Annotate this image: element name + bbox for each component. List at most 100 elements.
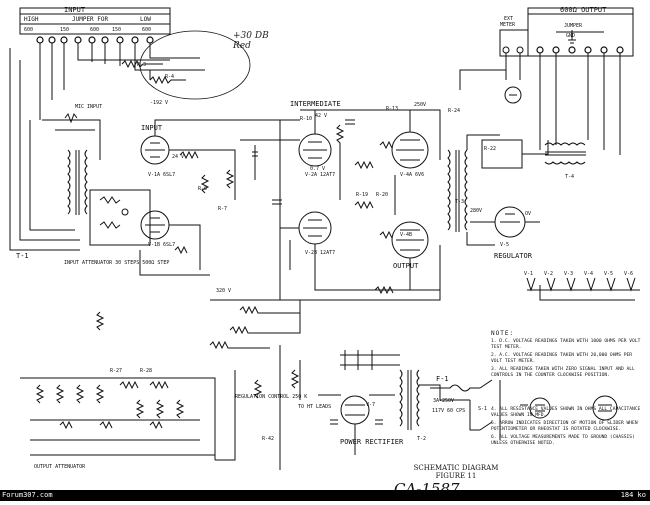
voltage-3: 24 V [172,154,184,160]
label-v2b: V-2B 12AT7 [305,250,335,256]
note-1: 1. D.C. VOLTAGE READINGS TAKEN WITH 1000… [491,339,641,350]
note-6: 6. ALL VOLTAGE MEASUREMENTS MADE TO GROU… [491,435,635,446]
ref-r27: R-27 [110,368,122,374]
regulation-wiring [95,245,441,470]
heater-v5: V-5 [604,271,613,277]
output-wiring [374,109,441,295]
file-size-label: 184 ko [620,491,646,499]
label-v4a: V-4A 6V6 [400,172,424,178]
regulation-control-label: REGULATION CONTROL 250 K [235,394,307,400]
ref-r3: R-3 [137,62,146,68]
ref-r42: R-42 [262,436,274,442]
ref-r24: R-24 [448,108,460,114]
footer-bar: Forum307.com 184 ko [0,490,650,501]
note-3: 3. ALL READINGS TAKEN WITH ZERO SIGNAL I… [491,367,635,378]
output-attenuator [20,370,236,461]
label-v4b: V-4B [400,232,412,238]
attenuator-r22 [481,139,549,169]
output-terminal-block [527,7,634,155]
notes-block: NOTE: 1. D.C. VOLTAGE READINGS TAKEN WIT… [491,331,641,449]
tube-v5 [470,206,540,238]
label-v2a: V-2A 12AT7 [305,172,335,178]
jumper-for-label: JUMPER FOR [72,16,109,23]
ext-meter [459,29,529,104]
handnote-line-2: Red [233,41,251,51]
tube-v2a [298,133,332,167]
input-transformer [67,149,88,215]
voltage-5: 250V [414,102,426,108]
switch-label: S-1 [478,406,487,412]
output-transformer [447,134,500,246]
title-line-1: SCHEMATIC DIAGRAM [413,464,499,472]
title-block: SCHEMATIC DIAGRAM FIGURE 11 [411,464,501,480]
handwritten-note: +30 DB Red [233,31,269,51]
fuse-label: F-1 [436,375,449,383]
input-attenuator-label: INPUT ATTENUATOR 30 STEPS 500Ω STEP [64,260,169,266]
label-v1b: V-1B 6SL7 [148,242,175,248]
voltage-1: -192 V [150,100,168,106]
tube-v4a [391,131,429,169]
ref-r13: R-13 [386,106,398,112]
low-label: LOW [140,16,151,23]
imp-5: 600 [142,27,151,33]
ref-r10: R-10 [300,116,312,122]
note-5: 5. ARROW INDICATES DIRECTION OF MOTION O… [491,421,638,432]
title-line-2: FIGURE 11 [435,472,477,480]
voltage-10: 0.7 V [310,166,325,172]
jumper-label: JUMPER [564,23,583,29]
output-attenuator-label: OUTPUT ATTENUATOR [34,464,86,470]
label-v7: V-7 [366,402,375,408]
ref-r6: R-6 [198,186,207,192]
fuse-rating-label: 3A-250V [433,398,454,404]
ref-r19: R-19 [356,192,368,198]
notes-heading: NOTE: [491,330,515,337]
site-label: Forum307.com [2,491,53,499]
label-v5: V-5 [500,242,509,248]
regulator-label: REGULATOR [494,252,533,260]
input-header: INPUT [64,6,86,14]
voltage-13: OV [525,211,531,217]
input-attenuator [89,189,151,246]
heater-v6: V-6 [624,271,633,277]
voltage-6: 280V [470,208,482,214]
mic-input-label: MIC INPUT [75,104,102,110]
t2-label: T-2 [417,436,426,442]
heater-v2: V-2 [544,271,553,277]
power-rectifier-label: POWER RECTIFIER [340,438,404,446]
ref-r28: R-28 [140,368,152,374]
imp-3: 600 [90,27,99,33]
heater-v4: V-4 [584,271,593,277]
imp-4: 150 [112,27,121,33]
heater-legend [526,277,640,301]
tube-v1b [140,210,170,240]
fuse-and-switch [430,379,618,440]
intermediate-wiring [272,109,440,300]
t4-label: T-4 [565,174,574,180]
imp-1: 600 [24,27,33,33]
t1-label: T-1 [16,252,29,260]
ac-line-label: 117V 60 CPS [432,408,465,414]
note-2: 2. A.C. VOLTAGE READINGS TAKEN WITH 20,0… [491,353,633,364]
mic-input-wiring [9,48,101,251]
r22-label: R-22 [484,146,496,152]
ref-r4: R-4 [165,74,174,80]
output-stage-label: OUTPUT [393,262,419,270]
ref-r7: R-7 [218,206,227,212]
input-stage-label: INPUT [141,124,163,132]
voltage-8: 42 V [315,113,327,119]
handnote-line-1: +30 DB [233,31,269,41]
tube-v7-rectifier [318,394,395,455]
ref-r20: R-20 [376,192,388,198]
transformer-t4 [544,142,586,165]
high-label: HIGH [24,16,39,23]
meter-label: METER [500,22,516,28]
output-block-header: 600Ω OUTPUT [560,6,607,14]
power-transformer [340,350,470,430]
tube-v2b [298,211,332,245]
input-stage-wiring [139,119,300,276]
intermediate-label: INTERMEDIATE [290,100,341,108]
heater-v3: V-3 [564,271,573,277]
voltage-7: 320 V [216,288,231,294]
